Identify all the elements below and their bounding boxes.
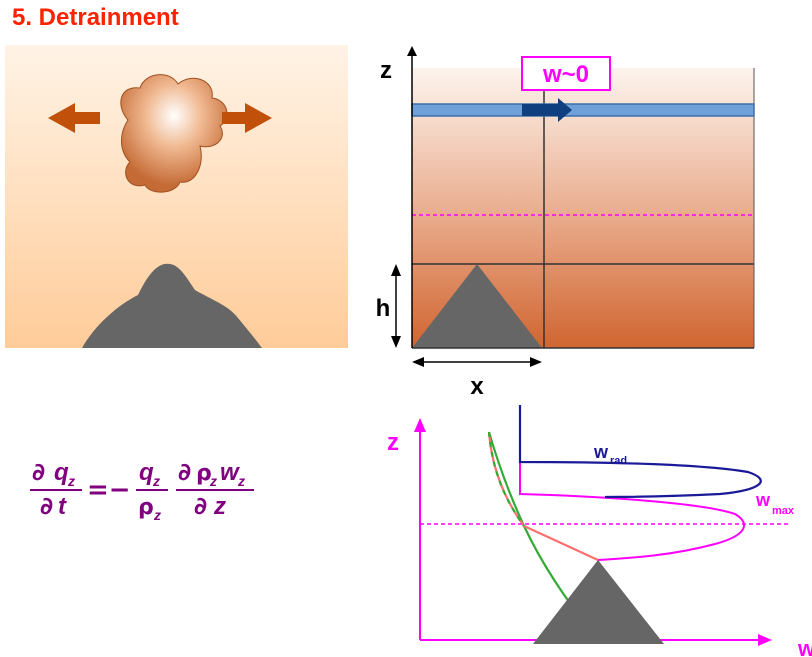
equals-minus: =− [87, 475, 131, 505]
partial-symbol: ∂ [194, 492, 207, 520]
subscript-z: z [67, 473, 75, 489]
w-max-profile [520, 462, 744, 560]
partial-symbol: ∂ [32, 458, 45, 486]
h-label: h [376, 295, 391, 322]
outflow-layer-band [412, 104, 754, 116]
subscript-z: z [153, 507, 161, 523]
profile-diagram: z w w rad w max [387, 405, 812, 657]
x-axis-label: x [470, 373, 484, 400]
partial-symbol: ∂ [40, 492, 53, 520]
layer-schematic: w~0 z h x [376, 42, 754, 400]
w-axis-label: w [797, 636, 812, 657]
w-rad-profile [520, 405, 761, 497]
w-rad-subscript: rad [610, 455, 627, 467]
w-rad-label: w [593, 442, 609, 462]
w-max-label: w [755, 490, 771, 510]
subscript-z: z [209, 473, 217, 489]
cloud-illustration-panel [5, 45, 348, 348]
z-axis-label: z [387, 429, 399, 456]
w-symbol: w [220, 459, 240, 486]
z-axis-label: z [380, 57, 392, 84]
t-symbol: t [58, 493, 67, 520]
q-symbol: q [54, 459, 69, 486]
triangle-mountain-icon [533, 560, 664, 644]
partial-symbol: ∂ [178, 458, 191, 486]
subscript-z: z [237, 473, 245, 489]
subscript-z: z [152, 473, 160, 489]
detrainment-equation: ∂ q z ∂ t =− q z ρ z ∂ ρ z w z ∂ z [30, 458, 254, 523]
w-zero-label: w~0 [542, 61, 589, 88]
z-symbol: z [213, 493, 226, 520]
w-max-subscript: max [772, 505, 795, 517]
rho-symbol: ρ [138, 495, 154, 520]
q-symbol: q [139, 459, 154, 486]
